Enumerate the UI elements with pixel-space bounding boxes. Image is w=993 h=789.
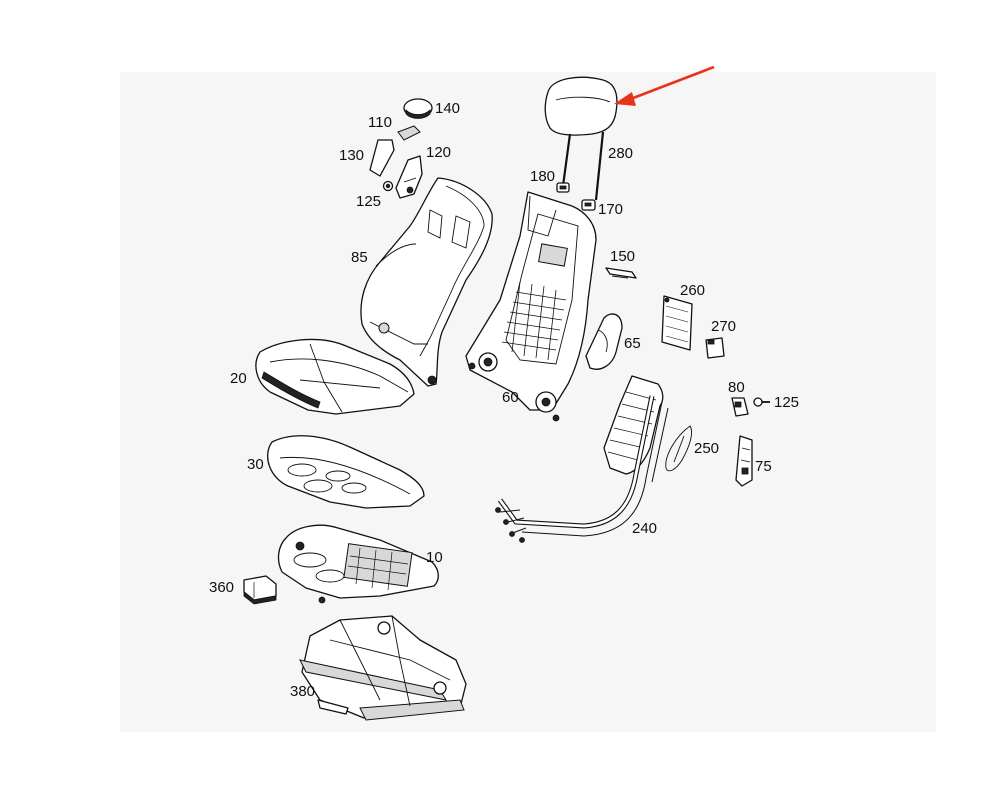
callout-140: 140 [435,100,460,117]
callout-260: 260 [680,282,705,299]
bracket-part-80[interactable] [731,397,749,417]
callout-80: 80 [728,379,745,396]
diagram-background-extension [600,296,936,732]
guide-sleeve-180[interactable] [556,182,570,193]
headrest-part[interactable] [544,76,618,201]
backrest-cover-part[interactable] [360,177,493,387]
callout-380: 380 [290,683,315,700]
lumbar-support-part[interactable] [603,375,664,475]
screw-part-125a[interactable] [382,180,394,192]
callout-65: 65 [624,335,641,352]
adjuster-part-75[interactable] [735,435,753,487]
control-unit-part-260[interactable] [661,295,693,351]
trim-panel-part-130[interactable] [369,139,395,177]
callout-240: 240 [632,520,657,537]
cable-part-250[interactable] [665,425,693,472]
callout-120: 120 [426,144,451,161]
callout-130: 130 [339,147,364,164]
highlight-arrow [614,65,715,106]
callout-360: 360 [209,579,234,596]
control-module-part-360[interactable] [243,575,277,605]
backrest-frame-part[interactable] [465,191,597,422]
callout-labels: 140 110 130 120 125 85 20 30 10 360 380 … [209,100,799,700]
callout-125-right: 125 [774,394,799,411]
wire-frame-part-240[interactable] [495,395,669,543]
seat-foam-part[interactable] [267,435,425,509]
cover-cap-part-140[interactable] [403,98,433,119]
lumbar-pad-part-65[interactable] [585,313,623,370]
callout-250: 250 [694,440,719,457]
clip-part-150[interactable] [605,267,637,279]
seat-frame-part[interactable] [277,524,439,604]
callout-170: 170 [598,201,623,218]
guide-sleeve-170[interactable] [581,199,596,211]
callout-125: 125 [356,193,381,210]
callout-110: 110 [368,114,392,131]
callout-30: 30 [247,456,264,473]
lever-part-120[interactable] [395,155,423,199]
seat-rail-assembly-part[interactable] [299,615,467,721]
connector-part-270[interactable] [705,337,725,359]
callout-180: 180 [530,168,555,185]
callout-270: 270 [711,318,736,335]
callout-60: 60 [502,389,519,406]
callout-85: 85 [351,249,368,266]
callout-10: 10 [426,549,443,566]
handle-part-110[interactable] [397,125,421,141]
callout-150: 150 [610,248,635,265]
screw-part-125b[interactable] [753,397,770,407]
callout-75: 75 [755,458,772,475]
callout-280: 280 [608,145,633,162]
callout-20: 20 [230,370,247,387]
seat-cushion-cover-part[interactable] [255,338,415,415]
